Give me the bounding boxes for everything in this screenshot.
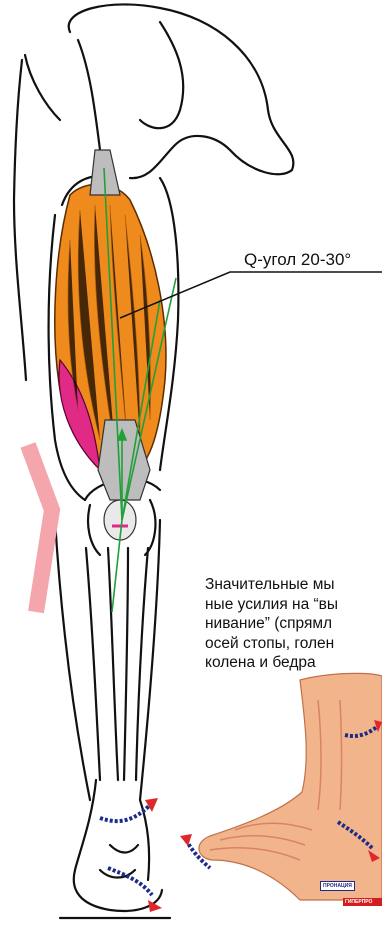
- pronation-label: ПРОНАЦИЯ: [320, 881, 355, 891]
- description-line: ные усилия на “вы: [205, 595, 382, 615]
- description-text: Значительные мы ные усилия на “вы нивани…: [205, 575, 382, 673]
- hyperpronation-label: ГИПЕРПРО: [343, 898, 382, 906]
- description-line: осей стопы, голен: [205, 634, 382, 654]
- description-line: нивание” (спрямл: [205, 614, 382, 634]
- foot-anatomy-illustration: [180, 673, 382, 900]
- description-line: Значительные мы: [205, 575, 382, 595]
- q-angle-label: Q-угол 20-30°: [244, 250, 351, 270]
- knee-valgus-chevron: [28, 445, 52, 612]
- leg-outline-illustration: [14, 4, 293, 918]
- rotation-arrow-icon: [100, 798, 162, 912]
- description-line: колена и бедра: [205, 653, 382, 673]
- quadriceps-muscle: [55, 150, 166, 540]
